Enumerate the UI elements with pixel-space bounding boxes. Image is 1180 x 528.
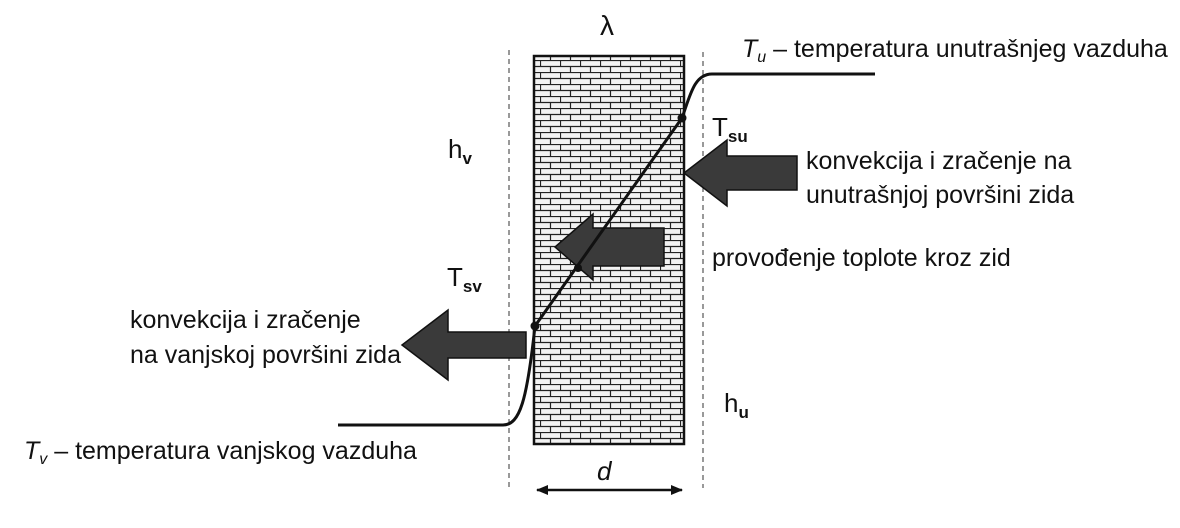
inner-convection-label-line1: konvekcija i zračenje na [806,147,1072,175]
hv-main: h [448,134,463,164]
hu-main: h [724,388,739,418]
outer-convection-label-line2: na vanjskoj površini zida [130,341,401,369]
tsu-sub: su [727,127,748,146]
outer-convection-arrow [400,308,527,382]
tsu-label: Tsu [712,112,748,146]
outer-convection-label-line1: konvekcija i zračenje [130,306,361,334]
tv-sub: v [39,451,48,468]
tu-sub: u [757,49,767,66]
tsv-main: T [447,262,463,292]
tsu-main: T [712,112,728,142]
conduction-label: provođenje toplote kroz zid [712,244,1011,272]
hv-sub: v [462,149,472,168]
hu-sub: u [738,403,749,422]
inner-air-temperature-label: Tu – temperatura unutrašnjeg vazduha [742,34,1168,73]
tv-text: – temperatura vanjskog vazduha [47,437,417,465]
tv-symbol: T [24,437,40,465]
d-label: d [597,456,612,486]
point-mid [574,264,582,272]
tu-symbol: T [742,35,758,63]
hu-label: hu [724,388,749,422]
inner-convection-label-line2: unutrašnjoj površini zida [806,181,1075,209]
outer-air-temperature-label: Tv – temperatura vanjskog vazduha [24,436,417,475]
conduction-arrow [553,212,665,282]
lambda-label: λ [600,10,614,41]
tsv-label: Tsv [447,262,482,296]
point-tsu [677,113,687,123]
hv-label: hv [448,134,472,168]
tsv-sub: sv [462,277,482,296]
inner-convection-arrow [682,138,798,208]
point-tsv [530,321,540,331]
tu-text: – temperatura unutrašnjeg vazduha [766,35,1168,63]
